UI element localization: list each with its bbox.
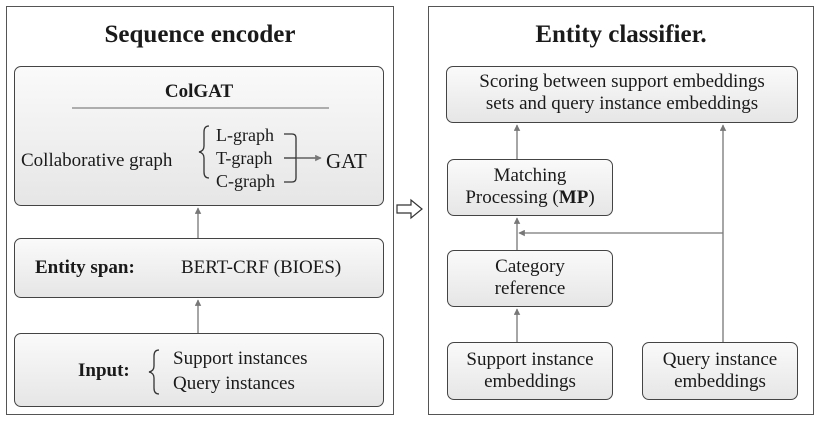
- l-graph-label: L-graph: [216, 125, 274, 145]
- query-embeddings-label: Query instance embeddings: [642, 349, 798, 393]
- t-graph-label: T-graph: [216, 148, 273, 168]
- query-embeddings-box: [642, 342, 798, 400]
- graph-brace: [198, 125, 210, 179]
- matching-processing-box: [447, 159, 613, 216]
- input-brace: [148, 349, 160, 395]
- entity-classifier-title: Entity classifier.: [535, 21, 707, 48]
- matching-line-2-prefix: Processing (: [465, 187, 559, 208]
- matching-line-1: Matching: [493, 165, 567, 186]
- entity-span-value: BERT-CRF (BIOES): [181, 257, 342, 278]
- support-embeddings-box: [447, 342, 613, 400]
- query-instances-label: Query instances: [173, 373, 295, 394]
- support-embeddings-label: Support instance embeddings: [447, 349, 613, 393]
- query-emb-line-1: Query instance: [662, 349, 778, 370]
- category-line-1: Category: [495, 256, 565, 277]
- scoring-box: [446, 66, 798, 123]
- panel-transition-arrow: [396, 198, 423, 220]
- query-emb-line-2: embeddings: [674, 371, 766, 392]
- entity-span-label: Entity span:: [35, 257, 135, 278]
- support-instances-label: Support instances: [173, 348, 308, 369]
- collaborative-graph-label: Collaborative graph: [21, 150, 173, 171]
- scoring-line-2: sets and query instance embeddings: [485, 93, 759, 114]
- colgat-box: [14, 66, 384, 206]
- input-box: [14, 333, 384, 407]
- input-label: Input:: [78, 360, 130, 381]
- colgat-title: ColGAT: [164, 81, 234, 102]
- category-reference-label: Category reference: [447, 256, 613, 300]
- support-emb-line-2: embeddings: [484, 371, 576, 392]
- matching-line-2-bold: MP: [558, 187, 589, 208]
- c-graph-label: C-graph: [216, 171, 275, 191]
- support-emb-line-1: Support instance: [466, 349, 594, 370]
- entity-span-box: [14, 238, 384, 298]
- scoring-label: Scoring between support embeddings sets …: [446, 71, 798, 115]
- matching-processing-label: Matching Processing (MP): [447, 165, 613, 209]
- scoring-line-1: Scoring between support embeddings: [479, 71, 765, 92]
- matching-line-2-suffix: ): [588, 187, 595, 208]
- category-reference-box: [447, 250, 613, 307]
- category-line-2: reference: [494, 278, 566, 299]
- gat-label: GAT: [326, 149, 367, 173]
- sequence-encoder-title: Sequence encoder: [104, 21, 296, 48]
